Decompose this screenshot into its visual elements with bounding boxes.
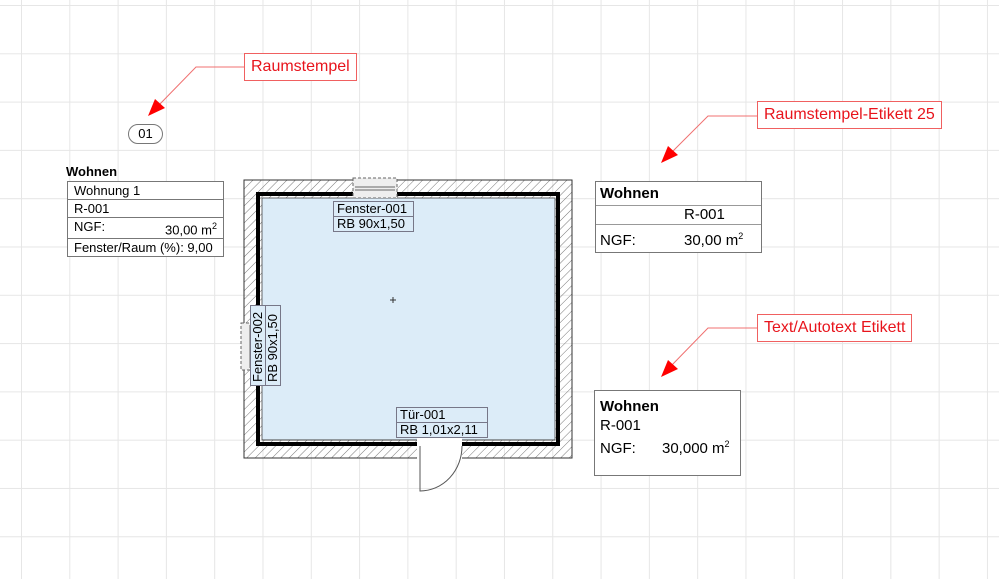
left-room-stamp[interactable]: Wohnung 1 R-001 NGF: 30,00 m2 Fenster/Rau…: [67, 181, 224, 258]
ngf-value: 30,00 m: [165, 222, 212, 238]
label-number: R-001: [596, 205, 761, 224]
ngf-label: NGF:: [74, 219, 106, 234]
callout-raumstempel: Raumstempel: [244, 53, 357, 81]
ngf-value: 30,000 m: [662, 440, 725, 457]
tag-dim: RB 90x1,50: [265, 306, 280, 385]
tag-name: Fenster-002: [250, 311, 265, 382]
sup: 2: [738, 231, 744, 241]
ngf-label: NGF:: [600, 440, 636, 457]
door-swing: [419, 445, 463, 492]
window-top: [352, 177, 398, 199]
callout-leaders: [148, 66, 757, 377]
tag-dim: RB 1,01x2,11: [397, 422, 487, 437]
stamp-row: Wohnung 1: [67, 181, 224, 200]
ngf-value: 30,00 m: [684, 232, 739, 249]
callout-raumstempel-etikett: Raumstempel-Etikett 25: [757, 101, 942, 129]
room-stamp-label-25[interactable]: Wohnen R-001 NGF: 30,00 m2: [595, 181, 762, 253]
room-center-marker: [390, 297, 396, 303]
label-number: R-001: [600, 417, 641, 434]
left-stamp-title: Wohnen: [66, 164, 118, 179]
label-title: Wohnen: [600, 398, 659, 415]
ngf-label: NGF:: [600, 232, 636, 249]
room-stamp-number[interactable]: 01: [128, 124, 163, 144]
tag-name: Tür-001: [400, 407, 446, 422]
label-title: Wohnen: [600, 185, 659, 202]
tag-name: Fenster-001: [337, 201, 408, 216]
window-tag-1[interactable]: Fenster-001 RB 90x1,50: [333, 201, 414, 232]
window-tag-2[interactable]: Fenster-002 RB 90x1,50: [250, 305, 281, 386]
callout-autotext: Text/Autotext Etikett: [757, 314, 913, 342]
stamp-row: R-001: [67, 199, 224, 218]
tag-dim: RB 90x1,50: [334, 216, 413, 231]
door-opening: [417, 437, 462, 460]
door-tag[interactable]: Tür-001 RB 1,01x2,11: [396, 407, 488, 438]
sup: 2: [724, 439, 730, 449]
autotext-label[interactable]: Wohnen R-001 NGF: 30,000 m2: [594, 390, 741, 476]
stamp-ngf-row: NGF: 30,00 m2: [67, 216, 224, 240]
sup: 2: [211, 221, 217, 231]
stamp-row: Fenster/Raum (%): 9,00: [67, 238, 224, 258]
